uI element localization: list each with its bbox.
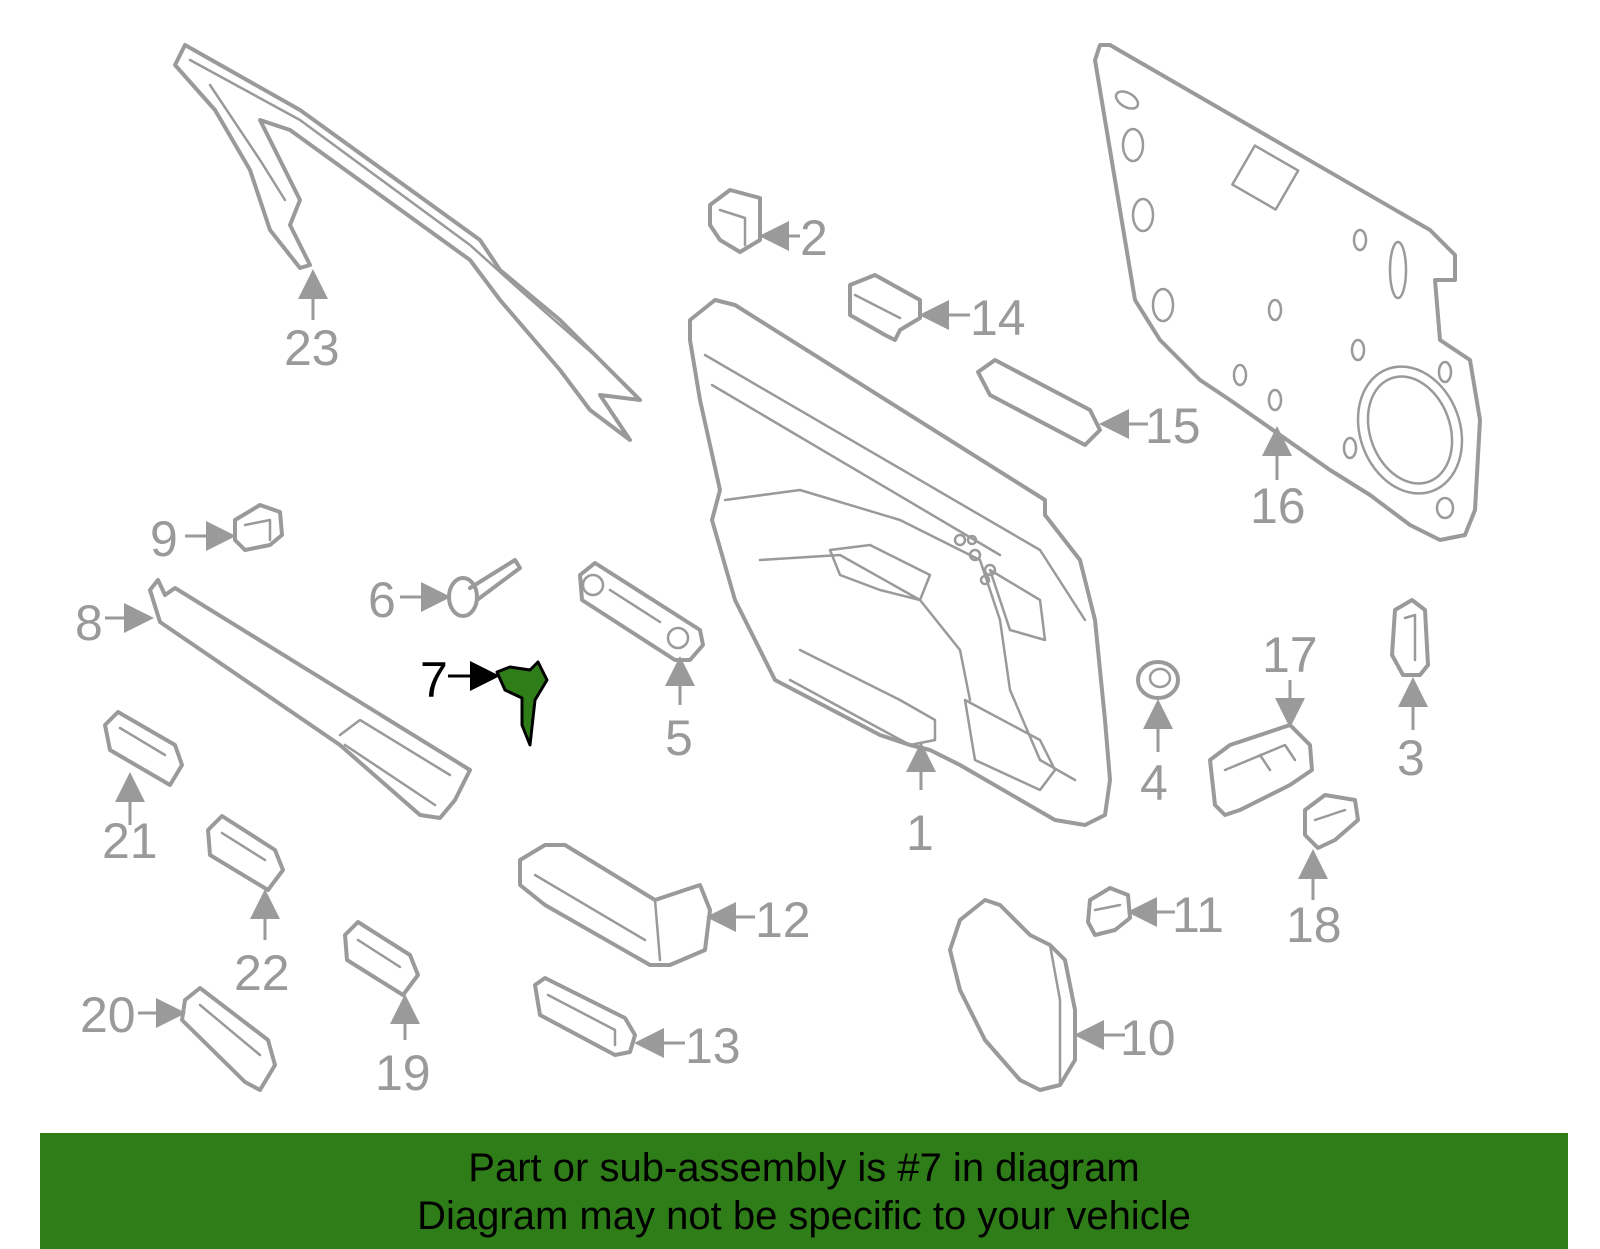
part-18-clip — [1303, 793, 1360, 850]
callout-11: 11 — [1172, 887, 1224, 943]
part-19-switch — [343, 920, 420, 997]
part-13-trim-bezel — [533, 976, 637, 1057]
callout-7: 7 — [420, 652, 448, 708]
part-4-grommet — [1136, 660, 1180, 700]
part-8-armrest-trim — [148, 578, 472, 820]
callout-18: 18 — [1286, 897, 1342, 953]
callout-3: 3 — [1397, 730, 1425, 786]
callout-10: 10 — [1120, 1010, 1176, 1066]
part-1-door-panel — [688, 298, 1112, 827]
part-20-switch — [180, 986, 277, 1092]
callout-1: 1 — [906, 805, 934, 861]
callout-8: 8 — [75, 595, 103, 651]
part-12-armrest-pad — [518, 843, 712, 967]
callout-22: 22 — [234, 945, 290, 1001]
part-23-window-trim — [173, 43, 642, 442]
part-10-speaker-grille — [948, 898, 1077, 1092]
callout-13: 13 — [685, 1018, 741, 1074]
part-6-screw — [447, 558, 522, 618]
part-9-clip — [233, 503, 284, 552]
callout-17: 17 — [1262, 627, 1318, 683]
callout-19: 19 — [375, 1045, 431, 1101]
callout-9: 9 — [150, 511, 178, 567]
part-3-cap — [1390, 598, 1430, 677]
callout-16: 16 — [1250, 478, 1306, 534]
callout-14: 14 — [970, 290, 1026, 346]
part-2-clip — [708, 188, 762, 254]
callout-23: 23 — [284, 320, 340, 376]
callout-20: 20 — [80, 987, 136, 1043]
part-11-clip — [1086, 886, 1132, 937]
banner-line-2: Diagram may not be specific to your vehi… — [417, 1194, 1191, 1238]
callout-21: 21 — [102, 813, 158, 869]
callout-12: 12 — [755, 892, 811, 948]
part-16-water-shield — [1093, 43, 1482, 542]
callout-6: 6 — [368, 572, 396, 628]
parts-diagram: 23 2 14 15 16 — [75, 43, 1482, 1101]
part-22-switch — [206, 814, 285, 892]
part-15-foam-strip — [976, 358, 1102, 447]
banner-line-1: Part or sub-assembly is #7 in diagram — [468, 1146, 1140, 1190]
callout-5: 5 — [665, 710, 693, 766]
part-21-switch — [103, 710, 184, 787]
part-17-handle-housing — [1208, 723, 1314, 817]
callout-15: 15 — [1145, 398, 1201, 454]
info-banner: Part or sub-assembly is #7 in diagram Di… — [40, 1133, 1568, 1249]
callout-2: 2 — [800, 210, 828, 266]
part-7-highlighted — [495, 660, 549, 747]
part-14-bracket — [848, 273, 922, 342]
callout-4: 4 — [1140, 755, 1168, 811]
part-5-handle — [578, 561, 705, 662]
